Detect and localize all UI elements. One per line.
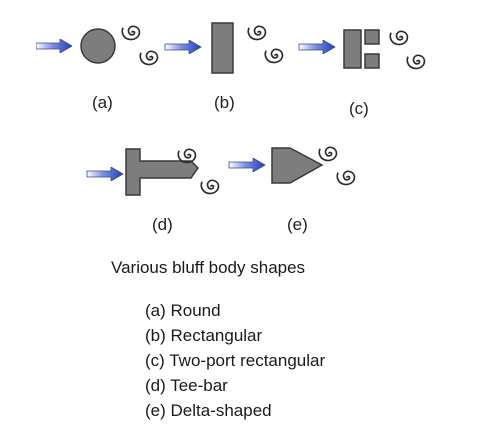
label-two-port: (c) (349, 99, 369, 118)
label-tee-bar: (d) (152, 215, 173, 234)
label-round: (a) (92, 93, 113, 112)
round-body-shape (80, 28, 116, 64)
rectangular-bluff-body-group (164, 22, 284, 74)
two-port-lower-block (364, 53, 380, 69)
label-rectangular: (b) (214, 93, 235, 112)
delta-body-shape (271, 147, 324, 184)
vortex-icon (139, 50, 159, 66)
two-port-bluff-body-group (298, 29, 426, 70)
vortex-icon (406, 54, 426, 70)
legend-item-round: (a) Round (145, 301, 221, 320)
vortex-icon (121, 25, 141, 41)
delta-bluff-body-group (228, 146, 356, 186)
flow-arrow-icon (86, 167, 124, 181)
rectangular-body-shape (211, 22, 234, 74)
vortex-icon (389, 30, 409, 46)
flow-arrow-icon (228, 158, 266, 172)
vortex-icon (318, 146, 338, 162)
legend-item-tee-bar: (d) Tee-bar (145, 376, 228, 395)
two-port-front-plate (343, 29, 362, 69)
legend-item-two-port: (c) Two-port rectangular (145, 351, 326, 370)
vortex-icon (247, 25, 267, 41)
two-port-upper-block (364, 29, 380, 45)
vortex-icon (264, 48, 284, 64)
round-bluff-body-group (36, 25, 159, 66)
flow-arrow-icon (164, 40, 202, 54)
legend-item-rectangular: (b) Rectangular (145, 326, 263, 345)
diagram-caption: Various bluff body shapes (111, 258, 306, 277)
flow-arrow-icon (298, 40, 336, 54)
legend-item-delta: (e) Delta-shaped (145, 401, 272, 420)
tee-bar-body-shape (125, 148, 199, 196)
tee-bar-bluff-body-group (86, 148, 220, 196)
shape-legend: (a) Round (b) Rectangular (c) Two-port r… (145, 298, 325, 423)
vortex-icon (336, 170, 356, 186)
vortex-icon (200, 179, 220, 195)
label-delta: (e) (287, 215, 308, 234)
flow-arrow-icon (36, 39, 72, 53)
